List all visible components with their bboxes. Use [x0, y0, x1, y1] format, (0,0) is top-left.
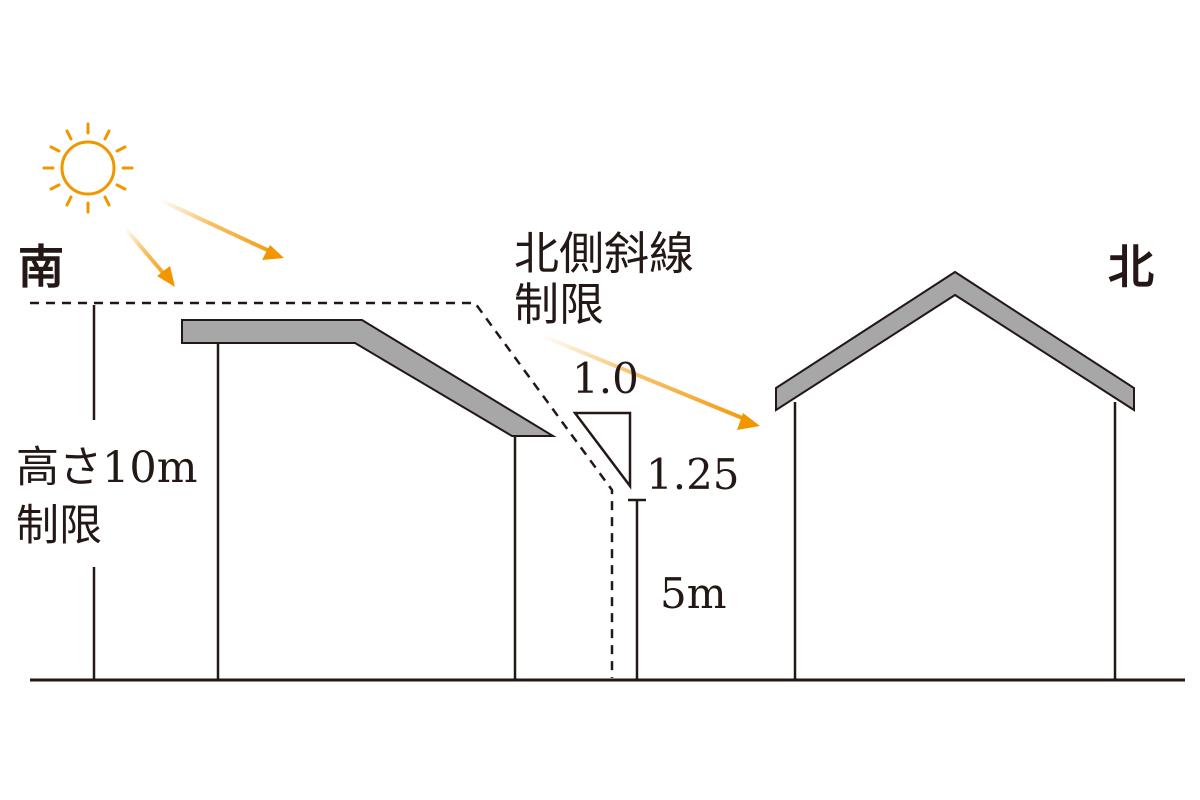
south-label: 南 [18, 240, 64, 294]
slope-ratio-triangle [572, 411, 632, 490]
north-slope-limit-label-line2: 制限 [514, 278, 604, 331]
ratio-vertical-label: 1.25 [646, 450, 740, 499]
north-house [775, 270, 1135, 680]
base-height-dimension [628, 498, 646, 680]
sun-ray-arrow-icon [159, 198, 284, 260]
height-limit-label-line1: 高さ10m [16, 443, 198, 493]
sun-ray-arrow-icon [539, 333, 760, 430]
south-house-roof [181, 319, 557, 437]
height-limit-label-line2: 制限 [16, 501, 102, 551]
ratio-horizontal-label: 1.0 [572, 354, 639, 403]
north-house-roof [775, 270, 1135, 412]
north-label: 北 [1108, 240, 1154, 294]
north-slope-limit-label-line1: 北側斜線 [514, 227, 694, 280]
base-height-label: 5m [660, 569, 727, 618]
height-limit-dashed-line [30, 301, 614, 678]
south-house [181, 319, 557, 680]
sun-icon [42, 122, 134, 214]
sun-ray-arrow-icon [123, 226, 175, 287]
